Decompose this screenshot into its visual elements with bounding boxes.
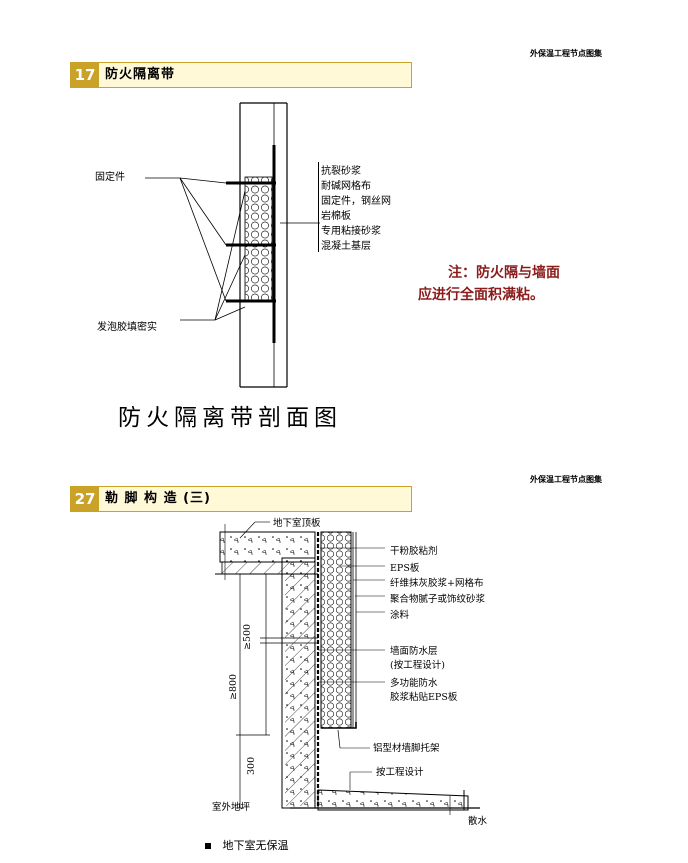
eps-layer-label: 纤维抹灰胶浆+网格布 (390, 578, 484, 589)
fixing-label: 固定件 (95, 172, 125, 183)
section-27-header: 27 勒 脚 构 造 (三) (70, 486, 412, 512)
design-label: 按工程设计 (376, 767, 424, 778)
dim-500: ≥500 (242, 623, 253, 650)
bullet-item: 地下室无保温 (205, 837, 289, 853)
basement-roof-label: 地下室顶板 (273, 518, 321, 529)
eps-layer-label: 聚合物腻子或饰纹砂浆 (390, 594, 486, 605)
eps-layer-label: 涂料 (390, 610, 410, 621)
waterproof-label-2: (按工程设计) (390, 660, 445, 671)
section-17-caption: 防火隔离带剖面图 (118, 405, 342, 431)
apron-label: 散水 (468, 816, 488, 827)
layer-label: 岩棉板 (321, 211, 351, 222)
section-17-number: 17 (71, 63, 99, 87)
plinth-detail-drawing (215, 521, 480, 815)
multi-waterproof-label-1: 多功能防水 (390, 678, 438, 689)
dim-800: ≥800 (228, 673, 239, 700)
waterproof-label-1: 墙面防水层 (390, 646, 438, 657)
section-27-number: 27 (71, 487, 99, 511)
doc-header-top: 外保温工程节点图集 (530, 49, 602, 58)
eps-layer-label: EPS板 (390, 563, 420, 574)
fire-barrier-section-drawing (145, 102, 320, 388)
bracket-label: 铝型材墙脚托架 (373, 743, 440, 754)
section-17-note: 注：防火隔与墙面 应进行全面积满粘。 (418, 262, 560, 306)
wall-hatch (285, 574, 315, 806)
layer-label-list: 抗裂砂浆 耐碱网格布 固定件，钢丝网 岩棉板 专用粘接砂浆 混凝土基层 (318, 162, 391, 252)
doc-header-bottom: 外保温工程节点图集 (530, 475, 602, 484)
note-line-1: 注：防火隔与墙面 (448, 265, 560, 281)
bullet-text: 地下室无保温 (222, 839, 289, 852)
layer-label: 专用粘接砂浆 (321, 226, 381, 237)
layer-label: 固定件，钢丝网 (321, 196, 391, 207)
apron-concrete (317, 789, 469, 811)
bullet-square (205, 843, 211, 849)
layer-label: 抗裂砂浆 (321, 166, 361, 177)
section-17-title: 防火隔离带 (105, 67, 176, 82)
layer-label: 耐碱网格布 (321, 181, 371, 192)
section-17-header: 17 防火隔离带 (70, 62, 412, 88)
note-line-2: 应进行全面积满粘。 (418, 287, 544, 303)
aluminum-starter-track (321, 722, 357, 729)
rock-wool-board (244, 176, 273, 303)
multi-waterproof-label-2: 胶浆粘贴EPS板 (390, 692, 458, 703)
section-27-title: 勒 脚 构 造 (三) (105, 491, 211, 506)
foam-fill-label: 发泡胶填密实 (97, 322, 157, 333)
layer-label: 混凝土基层 (321, 241, 371, 252)
eps-layer-label: 干粉胶粘剂 (390, 546, 438, 557)
basement-roof-slab (219, 531, 316, 563)
eps-board (320, 531, 352, 729)
ground-label: 室外地坪 (212, 802, 251, 813)
dim-300: 300 (246, 756, 257, 775)
